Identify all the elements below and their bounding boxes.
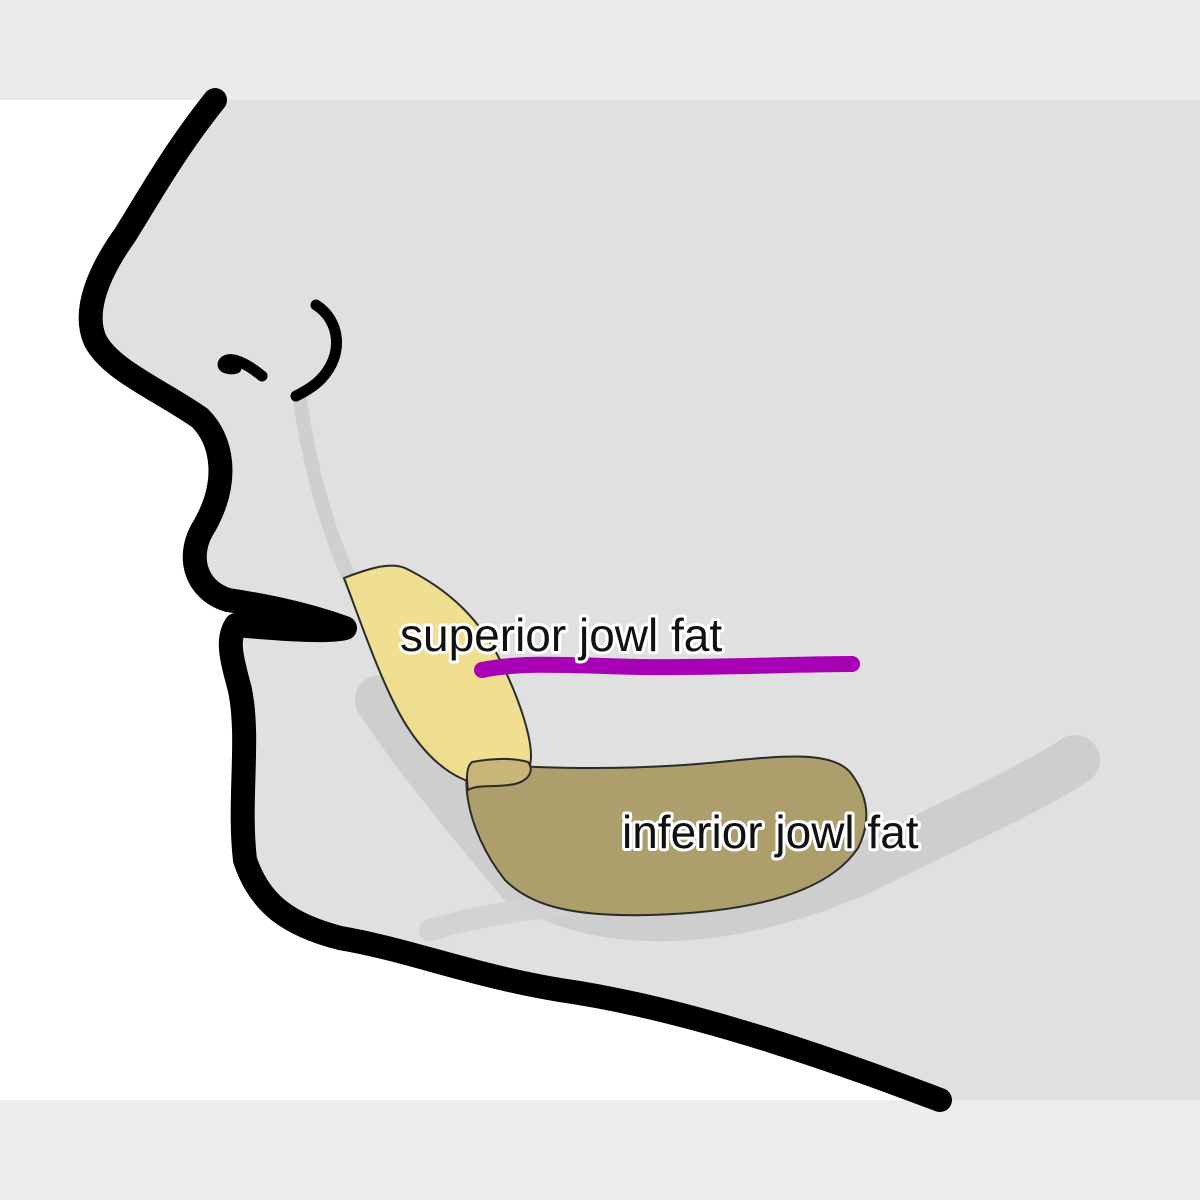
fat-overlap-region — [466, 758, 532, 792]
top-margin-band — [0, 0, 1200, 100]
nostril-wing — [217, 354, 268, 382]
highlight-line — [474, 656, 860, 678]
bottom-margin-band — [0, 1100, 1200, 1200]
superior-jowl-fat-label: superior jowl fat — [400, 609, 722, 661]
inferior-jowl-fat-label: inferior jowl fat — [622, 806, 919, 858]
nostril-outline — [290, 299, 342, 402]
face-outline — [78, 88, 952, 1112]
nasolabial-shadow — [293, 393, 362, 597]
inferior-jowl-fat-shape — [465, 755, 868, 917]
jaw-shadow — [355, 675, 1100, 942]
